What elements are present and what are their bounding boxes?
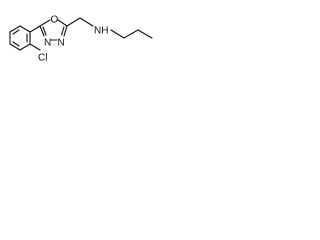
bond-propyl: [110, 29, 125, 39]
benzene-ring: [9, 25, 31, 51]
bond: [39, 19, 51, 27]
atom-label-nitrogen: N: [58, 38, 65, 49]
bond-propyl: [137, 29, 153, 39]
atom-label-nitrogen: N: [44, 38, 51, 49]
bond: [9, 43, 21, 51]
bond-ch2: [66, 17, 81, 27]
atom-label-oxygen: O: [51, 15, 59, 26]
oxadiazole-ring: [39, 19, 68, 41]
double-bond: [60, 26, 65, 36]
bond-propyl: [123, 29, 139, 39]
bond: [57, 19, 68, 27]
bond-ch2-n: [79, 17, 94, 27]
atom-label-chlorine: Cl: [38, 53, 47, 64]
bond-c-cl: [29, 43, 41, 51]
bond: [19, 25, 31, 33]
bond-aryl-oxadiazole: [29, 25, 41, 33]
double-bond: [12, 41, 20, 47]
bond: [63, 25, 68, 37]
structure-diagram: O N N Cl NH: [0, 0, 159, 78]
atom-label-amine: NH: [94, 26, 108, 37]
double-bond: [12, 29, 20, 35]
bond: [39, 25, 45, 37]
bond: [19, 43, 31, 51]
bond: [9, 25, 21, 33]
molecule-drawing: O N N Cl NH: [9, 15, 153, 64]
double-bond: [42, 26, 47, 36]
